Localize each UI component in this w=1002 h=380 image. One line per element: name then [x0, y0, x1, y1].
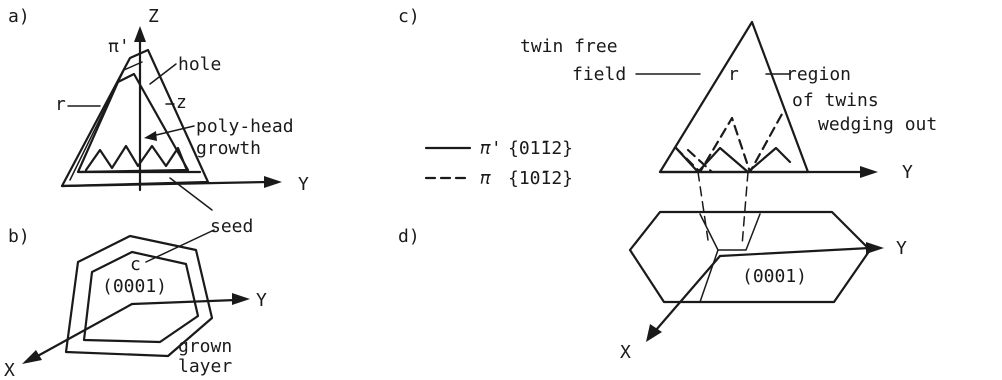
x-axis-d-label: X	[620, 342, 631, 363]
legend-solid-index: {01̄12}	[508, 138, 573, 159]
poly-head-label-1: poly-head	[196, 116, 294, 137]
plane-label-b: (0001)	[102, 276, 167, 297]
seed-hexagon	[82, 250, 200, 344]
r-label-c: r	[728, 64, 739, 85]
twin-lines-dashed-2	[686, 148, 714, 174]
c-label: c	[130, 254, 141, 275]
crystal-section-triangle	[658, 20, 810, 174]
x-axis-b-label: X	[4, 360, 15, 380]
c-to-seed-leader	[145, 229, 215, 263]
poly-head-zigzag	[84, 144, 188, 172]
y-axis-a-label: Y	[298, 174, 309, 195]
twin-lines-solid	[674, 146, 792, 174]
panel-d: d) Y X (0001)	[398, 171, 907, 363]
r-label-a: r	[55, 94, 66, 115]
panel-d-label: d)	[398, 226, 420, 247]
x-axis-d	[654, 254, 722, 332]
z-axis-label: Z	[148, 6, 159, 27]
basal-plane-hexagon	[628, 210, 872, 304]
panel-a: a) Z Y π' hole r z poly-head growth seed	[8, 6, 309, 237]
panel-b: b) c (0001) Y X grown layer	[4, 226, 267, 380]
poly-head-arrow	[144, 131, 157, 141]
legend-dashed-symbol: π	[480, 168, 491, 189]
poly-head-leader	[151, 125, 195, 137]
region-label-1: region	[786, 64, 851, 85]
legend-solid-symbol: π'	[480, 138, 502, 159]
region-label-2: of twins	[792, 90, 879, 111]
y-axis-c-label: Y	[902, 162, 913, 183]
hole-label: hole	[178, 54, 221, 75]
z-axis-arrow	[134, 26, 146, 42]
twin-lines-dashed	[674, 112, 784, 174]
outer-crystal-outline	[60, 48, 210, 188]
plane-label-d: (0001)	[742, 266, 807, 287]
basal-twin-boundary-2	[699, 249, 719, 303]
poly-head-label-2: growth	[196, 138, 261, 159]
grown-layer-label-2: layer	[178, 356, 232, 377]
y-axis-c-arrow	[860, 166, 878, 178]
y-axis-d	[718, 246, 872, 258]
basal-twin-boundary	[699, 213, 761, 251]
legend-dashed-index: {10̄12}	[508, 168, 573, 189]
grown-layer-label-1: grown	[178, 336, 232, 357]
grown-layer-outer-hexagon	[64, 234, 214, 358]
x-axis-d-arrow	[646, 324, 662, 342]
y-axis-d-label: Y	[896, 238, 907, 259]
hole-leader	[149, 63, 177, 85]
region-label-3: wedging out	[818, 114, 937, 135]
y-axis-b-arrow	[232, 293, 250, 305]
connector-dashed-left	[697, 171, 709, 241]
x-axis-b-arrow	[22, 350, 42, 364]
panel-c: c) twin free field r region of twins wed…	[398, 6, 937, 189]
x-axis-b	[32, 302, 134, 360]
y-axis-d-arrow	[866, 242, 884, 254]
panel-c-label: c)	[398, 6, 420, 27]
z-face-label: z	[176, 92, 187, 113]
y-axis-b	[130, 298, 238, 306]
seed-leader	[169, 177, 213, 211]
hole-outline	[76, 72, 190, 174]
y-axis-b-label: Y	[256, 290, 267, 311]
twin-free-label-2: field	[572, 64, 626, 85]
connector-dashed-right	[741, 171, 749, 247]
pi-prime-face	[69, 61, 143, 181]
pi-prime-label: π'	[108, 36, 130, 57]
y-axis-a-arrow	[264, 176, 282, 188]
panel-b-label: b)	[8, 226, 30, 247]
seed-label: seed	[210, 216, 253, 237]
panel-a-label: a)	[8, 6, 30, 27]
twin-free-label-1: twin free	[520, 36, 618, 57]
